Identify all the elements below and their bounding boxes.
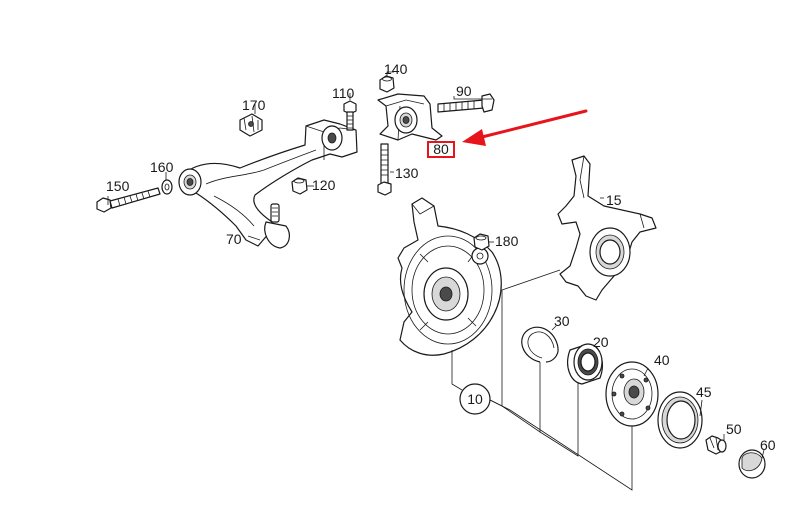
- steering-knuckle-part-15[interactable]: [557, 155, 657, 301]
- callout-50: 50: [726, 421, 742, 437]
- control-arm-part-70[interactable]: [178, 119, 358, 249]
- callout-150: 150: [106, 178, 130, 194]
- axle-nut-part-50[interactable]: [705, 435, 727, 455]
- callout-45: 45: [696, 384, 712, 400]
- bolt-part-130[interactable]: [377, 143, 392, 196]
- bolt-part-110[interactable]: [343, 100, 357, 131]
- wheel-bearing-part-20[interactable]: [567, 343, 603, 385]
- bolt-part-90[interactable]: [437, 93, 495, 113]
- callout-labels: 10 15 20 30 40 45 50 60 70 90 110 120 13…: [106, 61, 776, 453]
- nut-part-140[interactable]: [379, 75, 395, 93]
- red-pointer-arrow-icon: [462, 109, 588, 146]
- callout-10: 10: [467, 391, 483, 407]
- callout-60: 60: [760, 437, 776, 453]
- hub-assembly-part-10[interactable]: [397, 197, 502, 356]
- hub-flange-part-40[interactable]: [605, 361, 659, 427]
- nut-part-120[interactable]: [291, 177, 308, 195]
- nut-part-180[interactable]: [473, 233, 490, 251]
- callout-180: 180: [495, 233, 519, 249]
- callout-120: 120: [312, 177, 336, 193]
- tone-ring-part-45[interactable]: [657, 391, 703, 449]
- callout-130: 130: [395, 165, 419, 181]
- callout-circle-10: [459, 383, 491, 415]
- circlip-part-30[interactable]: [521, 326, 559, 363]
- callout-40: 40: [654, 352, 670, 368]
- dust-cap-part-60[interactable]: [738, 449, 766, 479]
- clip-part-170[interactable]: [239, 113, 263, 137]
- callout-170: 170: [242, 97, 266, 113]
- washer-part-160[interactable]: [161, 179, 173, 195]
- highlight-box: [427, 141, 455, 158]
- callout-70: 70: [226, 231, 242, 247]
- callout-20: 20: [593, 334, 609, 350]
- callout-140: 140: [384, 61, 408, 77]
- callout-160: 160: [150, 159, 174, 175]
- highlight-callout-80[interactable]: 80: [427, 141, 455, 158]
- bushing-bracket-part-80[interactable]: [377, 93, 443, 141]
- bolt-part-150[interactable]: [96, 187, 161, 213]
- callout-110: 110: [332, 85, 355, 101]
- callout-15: 15: [606, 192, 622, 208]
- callout-30: 30: [554, 313, 570, 329]
- callout-90: 90: [456, 83, 472, 99]
- callout-80: 80: [433, 141, 449, 157]
- leader-lines: [107, 71, 765, 491]
